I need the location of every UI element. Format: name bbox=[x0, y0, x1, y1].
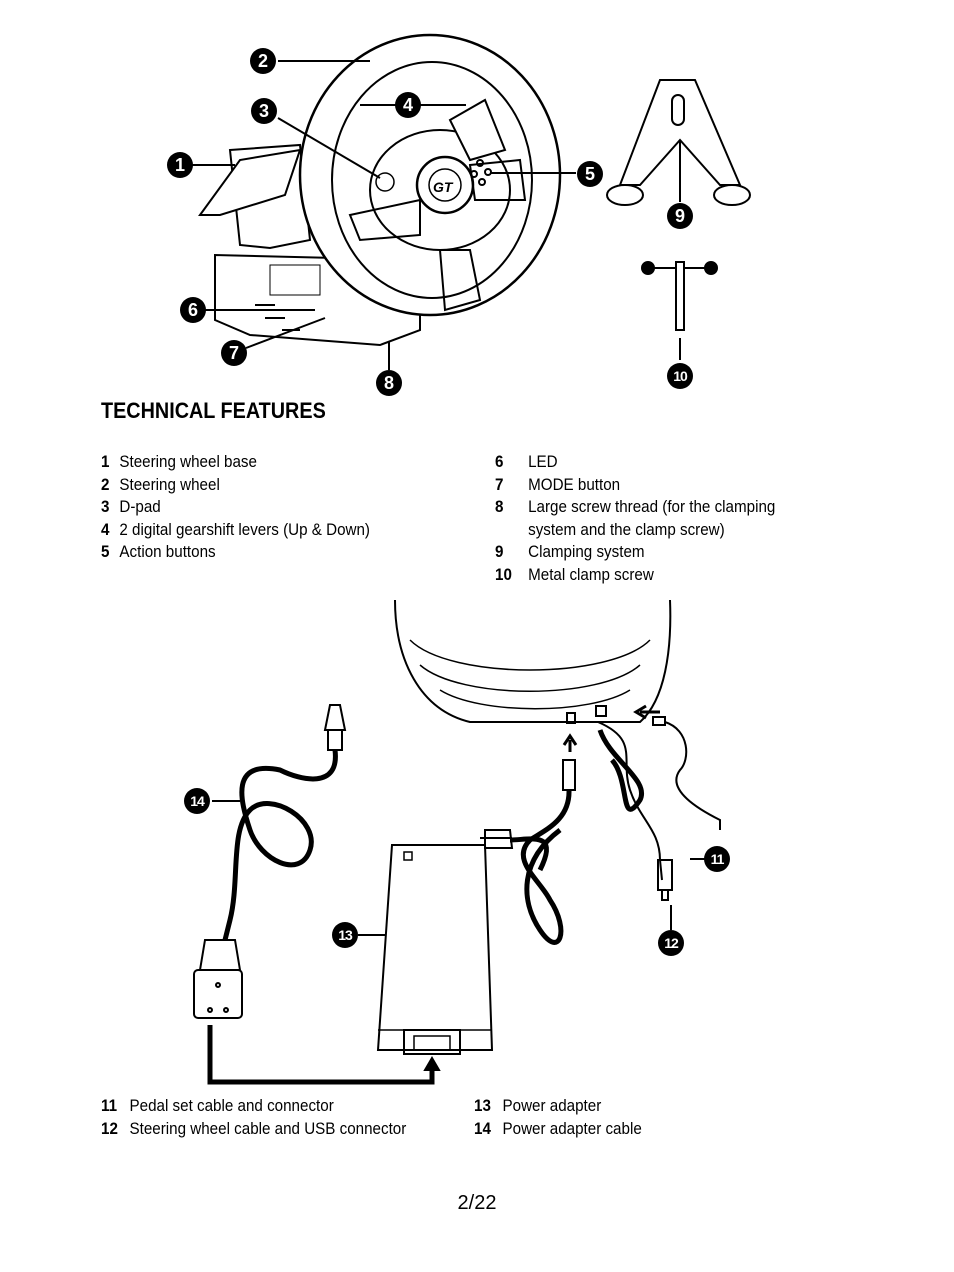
callout-12: 12 bbox=[658, 930, 684, 956]
wheel-diagram: GT bbox=[190, 33, 751, 370]
callout-6: 6 bbox=[180, 297, 206, 323]
callout-10: 10 bbox=[667, 363, 693, 389]
callout-13: 13 bbox=[332, 922, 358, 948]
callout-9: 9 bbox=[667, 203, 693, 229]
callout-4: 4 bbox=[395, 92, 421, 118]
callout-2: 2 bbox=[250, 48, 276, 74]
callout-14: 14 bbox=[184, 788, 210, 814]
callout-8: 8 bbox=[376, 370, 402, 396]
callout-1: 1 bbox=[167, 152, 193, 178]
callout-7: 7 bbox=[221, 340, 247, 366]
page-heading: TECHNICAL FEATURES bbox=[101, 398, 326, 423]
callout-11: 11 bbox=[704, 846, 730, 872]
wheel-logo: GT bbox=[433, 179, 454, 195]
callout-3: 3 bbox=[251, 98, 277, 124]
callout-5: 5 bbox=[577, 161, 603, 187]
page-number: 2/22 bbox=[457, 1192, 497, 1214]
